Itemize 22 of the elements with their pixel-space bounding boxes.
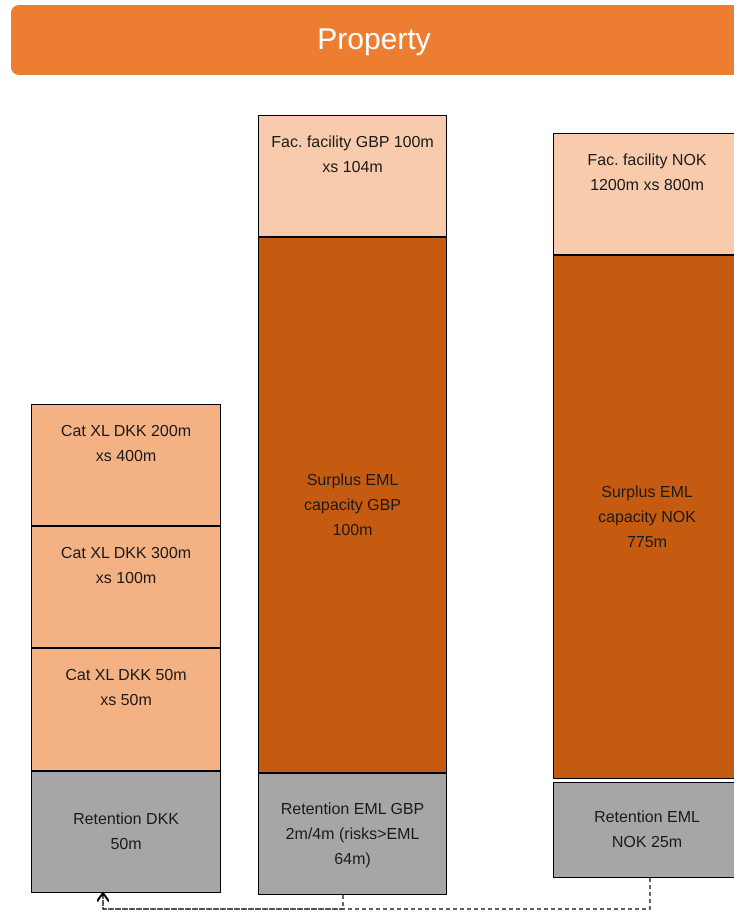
retention-box <box>31 771 221 893</box>
box-label: Cat XL DKK 50m xs 50m <box>64 666 188 711</box>
retention-box <box>553 782 734 878</box>
box-label: Retention EML GBP 2m/4m (risks>EML 64m) <box>280 800 426 870</box>
box-label: Cat XL DKK 300m xs 100m <box>60 544 192 589</box>
box-label: Surplus EML capacity NOK 775m <box>597 482 697 552</box>
retention-box <box>258 773 447 895</box>
layer-box <box>31 526 221 648</box>
capacity-box <box>258 237 447 773</box>
box-label: Cat XL DKK 200m xs 400m <box>60 422 192 467</box>
box-label: Fac. facility NOK 1200m xs 800m <box>586 151 708 196</box>
box-label: Surplus EML capacity GBP 100m <box>303 470 402 540</box>
box-label: Retention EML NOK 25m <box>593 808 701 853</box>
box-label: Fac. facility GBP 100m xs 104m <box>270 133 435 178</box>
layer-box <box>31 404 221 526</box>
layer-box <box>31 648 221 771</box>
box-label: Retention DKK 50m <box>72 810 180 855</box>
dashed-connector <box>96 878 651 910</box>
title: Property <box>317 23 432 57</box>
facility-box <box>258 115 447 237</box>
capacity-box <box>553 255 734 779</box>
facility-box <box>553 133 734 255</box>
